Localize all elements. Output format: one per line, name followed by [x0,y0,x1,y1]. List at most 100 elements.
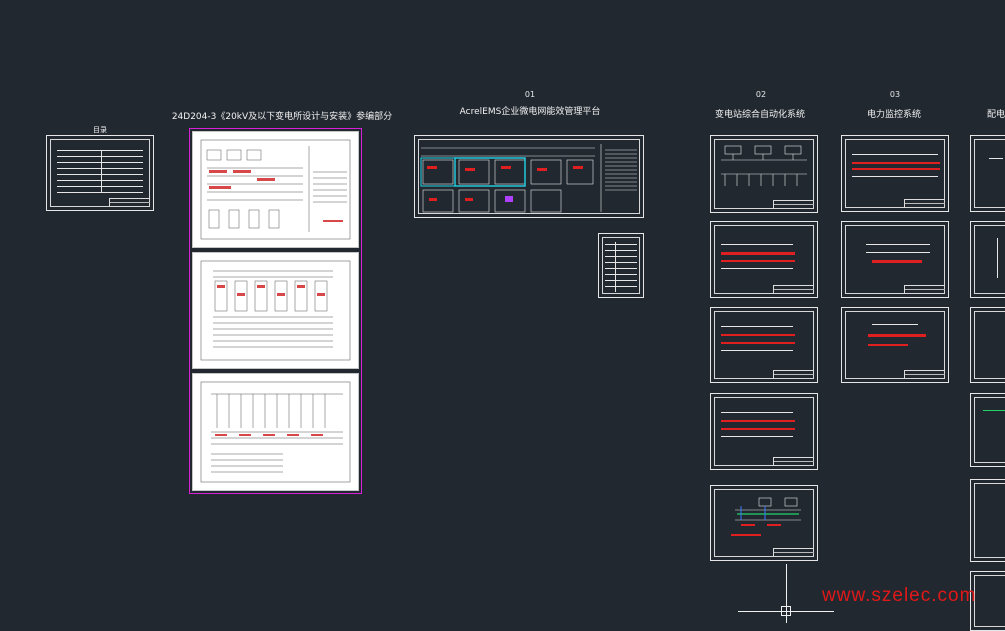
table-line [57,162,143,163]
watermark-text: www.szelec.com [822,585,977,606]
sheet-inner-frame [974,483,1005,558]
table-line [57,150,143,151]
set-04-sheet-3[interactable] [970,307,1005,383]
row-line [852,154,938,155]
red-row [721,428,795,430]
list-line [605,268,637,269]
title-block [772,548,814,557]
row-line [872,324,918,325]
reference-sheet-3-drawing [200,381,351,483]
intro-sheet-label: 目录 [93,126,107,134]
sheet-inner-frame [845,311,945,379]
set-04-sheet-4[interactable] [970,393,1005,467]
set-02-number: 02 [755,90,767,99]
sheet-inner-frame [714,139,814,209]
row-line [866,244,930,245]
set-03-sheet-3[interactable] [841,307,949,383]
sheet-inner-frame [974,311,1005,379]
red-row [721,260,795,262]
red-row [872,260,922,263]
red-row [852,168,940,170]
list-line [605,280,637,281]
sheet-inner-frame [974,575,1005,627]
reference-sheet-2[interactable] [192,252,359,369]
list-divider [615,242,616,292]
contents-sheet[interactable] [46,135,154,211]
set-04-title: 配电 [986,110,1005,120]
reference-sheet-1[interactable] [192,131,359,248]
table-line [57,192,143,193]
set-02-sheet-5[interactable] [710,485,818,561]
list-line [605,274,637,275]
set-02-sheet-5-diagram [731,497,801,536]
table-line [57,180,143,181]
set-02-sheet-1-diagram [721,145,807,186]
set-02-sheet-3[interactable] [710,307,818,383]
red-row [721,334,795,336]
red-row [721,342,795,344]
col-line [997,238,998,278]
sheet-inner-frame [974,139,1005,208]
set-03-title: 电力监控系统 [866,110,922,120]
set-03-sheet-1[interactable] [841,135,949,212]
table-line [57,186,143,187]
row-line [866,252,930,253]
row-line [721,412,793,413]
title-block [772,457,814,466]
row-line [721,268,793,269]
title-block [903,370,945,379]
sheet-inner-frame [714,311,814,379]
title-block [772,200,814,209]
set-03-sheet-2[interactable] [841,221,949,298]
set-04-sheet-2[interactable] [970,221,1005,298]
set-04-sheet-5[interactable] [970,479,1005,562]
set-02-sheet-1[interactable] [710,135,818,213]
set-01-title: AcrelEMS企业微电网能效管理平台 [459,107,601,117]
reference-sheet-1-drawing [200,139,351,240]
set-02-sheet-4[interactable] [710,393,818,470]
sheet-inner-frame [845,225,945,294]
reference-sheet-2-drawing [200,260,351,361]
crosshair-vertical [786,564,787,623]
sheet-inner-frame [845,139,945,208]
table-line [57,174,143,175]
reference-sheet-3[interactable] [192,373,359,491]
table-line [57,168,143,169]
set-02-sheet-2[interactable] [710,221,818,298]
set-01-main-sheet[interactable] [414,135,644,218]
row-line [989,158,1003,159]
set-04-sheet-1[interactable] [970,135,1005,212]
row-line [721,326,793,327]
set-01-device-list-sheet[interactable] [598,233,644,298]
red-row [852,162,940,164]
sheet-inner-frame [974,397,1005,463]
sheet-inner-frame [602,237,640,294]
sheet-inner-frame [418,139,640,214]
set-01-diagram [420,144,637,213]
table-divider [101,150,102,192]
list-line [605,256,637,257]
sheet-inner-frame [714,489,814,557]
row-line [983,410,1005,411]
red-row [721,420,795,422]
list-line [605,286,637,287]
set-02-title: 变电站综合自动化系统 [714,110,806,120]
sheet-inner-frame [714,225,814,294]
red-row [721,252,795,255]
reference-set-frame [189,128,362,494]
row-line [721,350,793,351]
row-line [721,244,793,245]
title-block [903,199,945,208]
sheet-inner-frame [714,397,814,466]
red-row [868,344,908,346]
list-line [605,250,637,251]
table-line [57,156,143,157]
sheet-inner-frame [50,139,150,207]
title-block [108,198,150,207]
list-line [605,262,637,263]
title-block [772,285,814,294]
sheet-inner-frame [974,225,1005,294]
crosshair-pickbox [781,606,791,616]
row-line [721,436,793,437]
title-block [772,370,814,379]
